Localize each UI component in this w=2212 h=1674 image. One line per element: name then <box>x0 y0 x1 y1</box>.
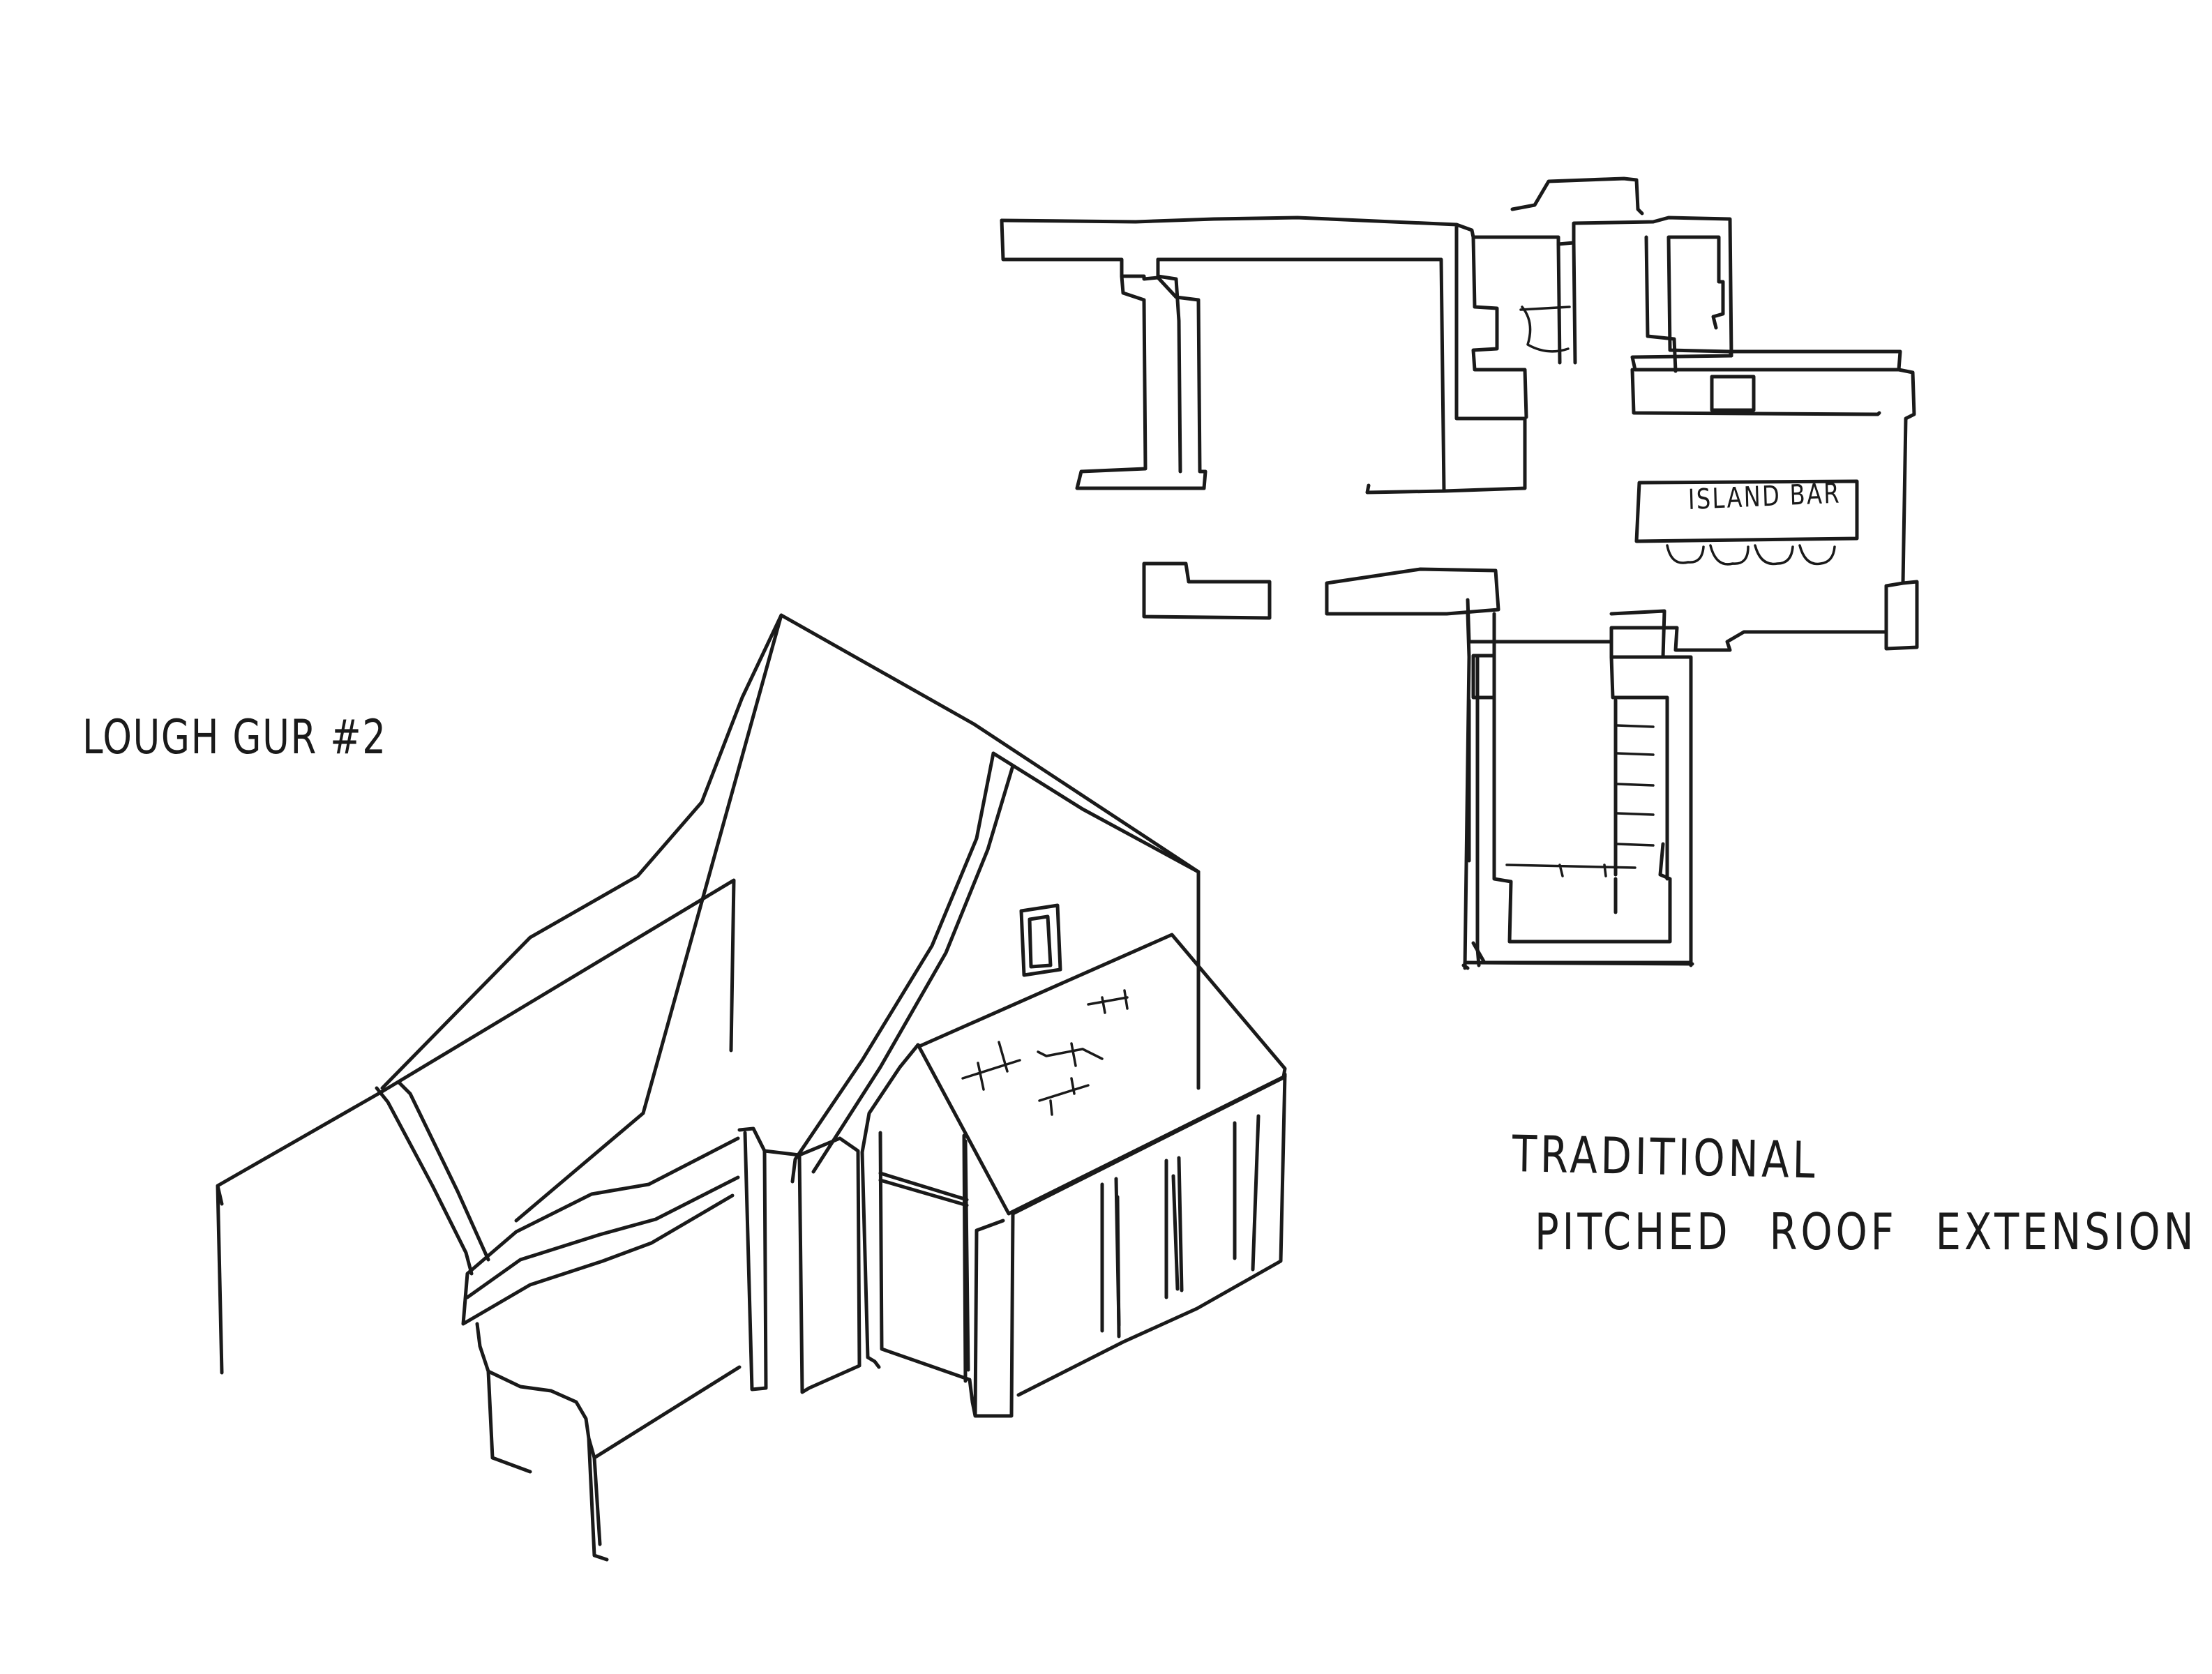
plan-island-stools <box>1666 544 1836 566</box>
plan-wall-upper-right-inner <box>1644 235 1678 373</box>
plan-wall-rear-ext-window <box>1467 654 1496 863</box>
sketch-ridge-main <box>790 751 1015 1184</box>
caption-title-line2: PITCHED ROOF EXTENSION <box>1535 1202 2197 1261</box>
plan-wall-rear-ext-lower <box>1461 960 1694 970</box>
sketch-main-gable-eave <box>380 613 783 1090</box>
plan-island-bar-label: ISLAND BAR <box>1687 477 1842 516</box>
sketch-valley-right <box>397 1080 490 1262</box>
caption-title-line1: TRADITIONAL <box>1512 1124 1819 1190</box>
sketch-extension-side-frame <box>1100 1156 1184 1333</box>
sketch-downpipe <box>475 1322 609 1562</box>
plan-wall-hall-inner <box>1510 176 1644 365</box>
sketch-low-wall-base <box>490 1365 742 1474</box>
sketch-roof-light-3 <box>1087 989 1129 1014</box>
plan-door-swing <box>1519 306 1571 353</box>
sketch-roof-light-2 <box>1037 1042 1104 1067</box>
sketch-extension-roof-front <box>860 1043 920 1369</box>
sketch-gutter <box>461 1136 740 1326</box>
sketch-main-wall <box>737 1126 862 1394</box>
plan-wall-mid-left <box>1142 561 1272 620</box>
plan-island-bar <box>1634 479 1859 543</box>
plan-wall-mid-right <box>1325 567 1500 616</box>
plan-wall-rear-ext-right <box>1609 655 1669 881</box>
plan-wall-kitchen-right <box>1884 368 1919 651</box>
sketch-extension-front-wall <box>878 1131 1015 1418</box>
sketch-ridge-edge <box>991 751 1201 874</box>
plan-wall-upper-left-outer <box>1000 218 1446 495</box>
plan-wall-kitchen-top <box>1630 368 1881 416</box>
sketch-roof-light-4 <box>1038 1077 1090 1116</box>
plan-wall-hall-left <box>1471 235 1528 419</box>
sketch-roof-light-1 <box>961 1041 1021 1091</box>
plan-rear-ext-units <box>1505 724 1655 877</box>
site-label: LOUGH GUR #2 <box>82 710 387 765</box>
sketch-valley-left <box>375 1086 474 1276</box>
sketch-extension-side-wall <box>1011 1072 1287 1397</box>
plan-wall-left-bay-inner <box>1156 257 1182 474</box>
sketch-low-roof <box>216 878 736 1375</box>
plan-wall-upper-right <box>1630 235 1902 372</box>
sketch-main-gable <box>514 613 1201 1223</box>
plan-wall-rear-ext-inner-left <box>1492 612 1672 944</box>
sketch-gable-window <box>1019 903 1062 977</box>
plan-wall-left-bay <box>1075 274 1207 490</box>
sketch-extension-glazing <box>878 1133 970 1383</box>
